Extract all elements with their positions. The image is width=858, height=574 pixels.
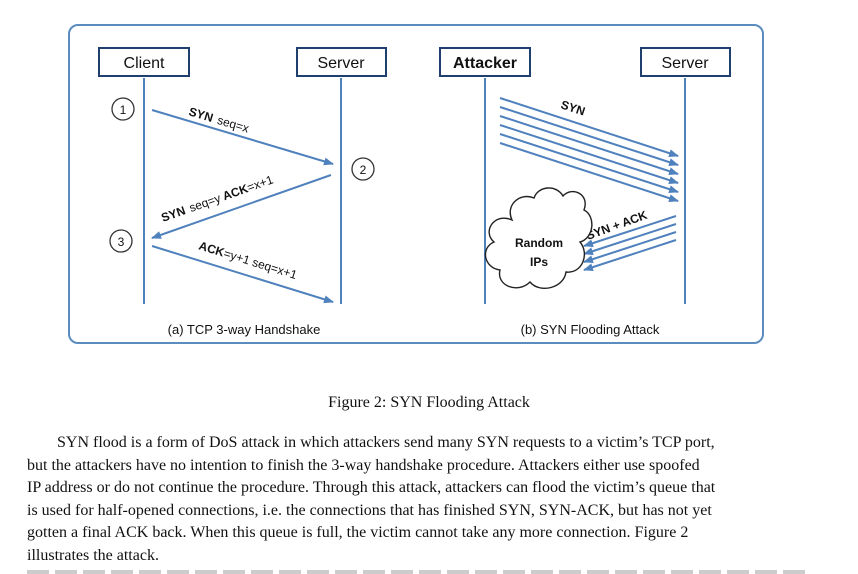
random-ips-line1: Random: [515, 236, 563, 250]
syn-ack-return-arrow: [583, 239, 677, 272]
syn-flood-arrows: [499, 97, 679, 203]
syn-ack-arrows: [583, 215, 677, 272]
figure-panel: [68, 24, 764, 344]
paragraph-line: illustrates the attack.: [27, 546, 159, 564]
syn-ack-arrow: [151, 174, 332, 239]
syn-ack-label: SYN + ACK: [584, 208, 649, 243]
figure-caption: Figure 2: SYN Flooding Attack: [328, 394, 530, 411]
client-label: Client: [124, 55, 165, 72]
server-box-right: [640, 47, 731, 77]
step-2-marker: [351, 157, 375, 181]
syn-flood-caption: (b) SYN Flooding Attack: [521, 322, 660, 337]
step-1-marker: [111, 97, 135, 121]
syn-ack-arrow-label: SYNseq=yACK=x+1: [159, 172, 275, 224]
handshake-diagram: Client Server 1 2 3 SYNseq=x SYNseq=yACK…: [98, 47, 387, 337]
syn-flood-diagram: Client Server 1 2 3 SYNseq=x SYNseq=yACK…: [98, 47, 731, 337]
paragraph-line: gotten a final ACK back. When this queue…: [27, 524, 689, 541]
server-label-left: Server: [317, 55, 365, 72]
random-ips-line2: IPs: [530, 255, 548, 269]
syn-flood-arrow: [499, 115, 679, 176]
paragraph-line: SYN flood is a form of DoS attack in whi…: [57, 434, 715, 451]
attacker-box: [439, 47, 531, 77]
syn-ack-return-arrow: [583, 215, 677, 248]
syn-flood-arrow: [499, 142, 679, 203]
syn-arrow: [151, 109, 334, 166]
handshake-caption: (a) TCP 3-way Handshake: [168, 322, 321, 337]
step-3-marker: [109, 229, 133, 253]
server-box-left: [296, 47, 387, 77]
paragraph-line: but the attackers have no intention to f…: [27, 456, 700, 474]
step-3-label: 3: [118, 235, 125, 249]
syn-ack-return-arrow: [583, 231, 677, 264]
step-2-label: 2: [360, 163, 367, 177]
client-box: [98, 47, 190, 77]
random-ips-cloud: [484, 187, 593, 290]
paragraph-line: IP address or do not continue the proced…: [27, 479, 716, 496]
ack-arrow: [151, 245, 334, 304]
syn-flood-arrow: [499, 124, 679, 185]
syn-flood-arrow: [499, 106, 679, 167]
syn-flood-label: SYN: [559, 98, 587, 119]
step-1-label: 1: [120, 103, 127, 117]
server-label-right: Server: [661, 55, 709, 72]
attacker-label: Attacker: [453, 55, 517, 72]
body-paragraph: SYN flood is a form of DoS attack in whi…: [27, 432, 807, 567]
cut-off-text-line: [27, 566, 807, 574]
paragraph-line: is used for half-opened connections, i.e…: [27, 501, 712, 519]
syn-flood-attack-diagram: Attacker Server SYN SYN + ACK Random IPs…: [439, 47, 731, 337]
syn-flood-arrow: [499, 133, 679, 194]
syn-ack-return-arrow: [583, 223, 677, 256]
syn-flood-arrow: [499, 97, 679, 158]
